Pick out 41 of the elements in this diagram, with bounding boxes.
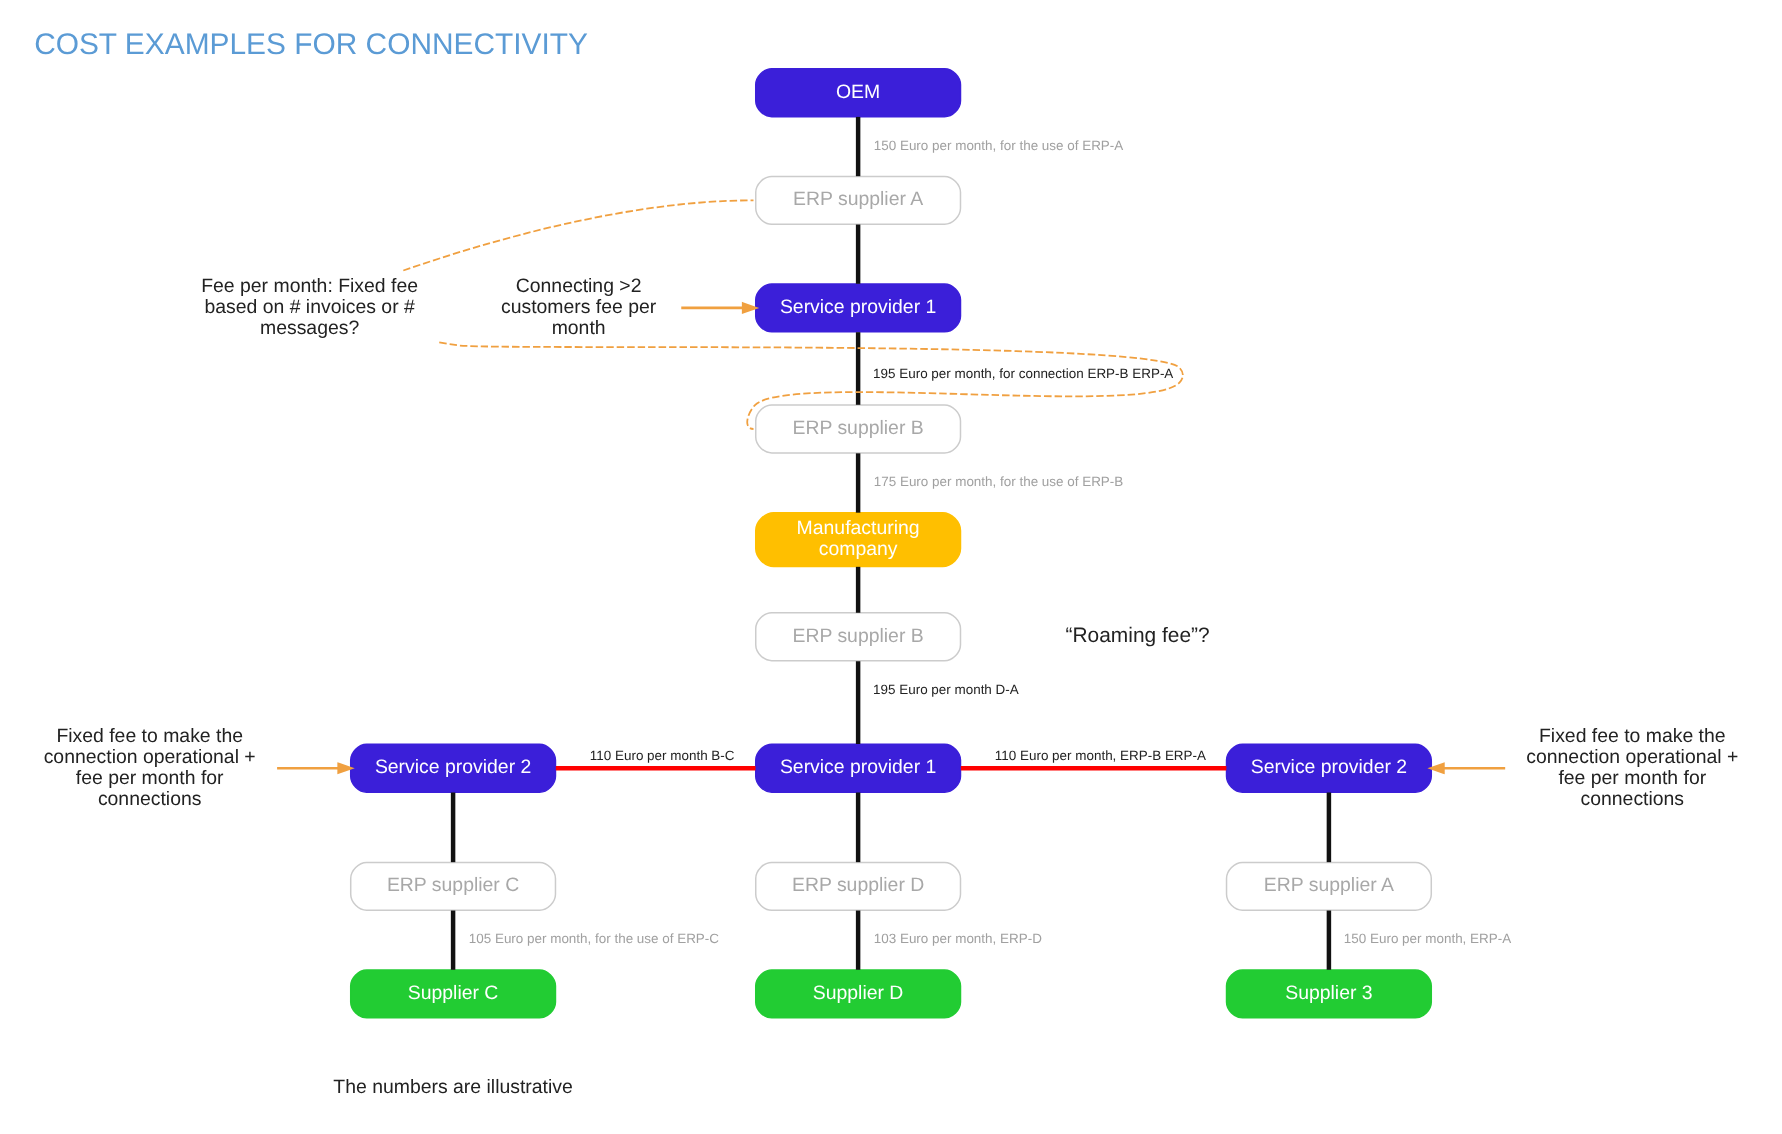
node-text: Fixed fee to make the connection operational + fee per month for connections (1526, 724, 1739, 810)
arrow (277, 761, 355, 774)
diagram-title: COST EXAMPLES FOR CONNECTIVITY (34, 26, 589, 61)
node-box: Supplier C (349, 968, 557, 1018)
node-box: ERP supplier B (755, 611, 962, 661)
connector (1326, 791, 1332, 862)
connector (450, 909, 456, 969)
label: The numbers are illustrative (333, 1076, 573, 1099)
node-box: Supplier 3 (1225, 968, 1433, 1018)
connector (450, 791, 456, 862)
node-text: Connecting >2 customers fee per month (500, 275, 657, 339)
node-box: ERP supplier D (755, 860, 962, 910)
node-text: Fee per month: Fixed fee based on # invoices or # messages? (201, 275, 419, 339)
connector (855, 452, 861, 512)
node-box: OEM (755, 67, 962, 117)
node-box: Service provider 1 (755, 742, 962, 792)
connector (855, 223, 861, 283)
connector (855, 909, 861, 969)
connector (855, 660, 861, 743)
node-box: ERP supplier A (755, 174, 962, 224)
connector (855, 115, 861, 176)
connector (855, 565, 861, 612)
connector (1326, 909, 1332, 969)
node-box: ERP supplier B (755, 403, 962, 453)
node-text: Fixed fee to make the connection operational + fee per month for connections (43, 724, 256, 810)
arrow (1427, 761, 1506, 774)
connector (438, 340, 1184, 429)
connector (855, 791, 861, 862)
connector (402, 198, 755, 271)
arrow (681, 300, 760, 314)
connector (555, 765, 756, 770)
node-box: Manufacturing company (755, 510, 962, 567)
node-box: Service provider 2 (349, 742, 557, 792)
node-box: ERP supplier C (349, 860, 557, 910)
node-box: Supplier D (755, 968, 962, 1018)
node-box: Service provider 1 (755, 282, 962, 332)
node-box: Service provider 2 (1225, 742, 1433, 792)
connector (960, 765, 1227, 770)
node-box: ERP supplier A (1225, 860, 1433, 910)
connector (855, 331, 861, 404)
label: “Roaming fee”? (1065, 625, 1210, 648)
